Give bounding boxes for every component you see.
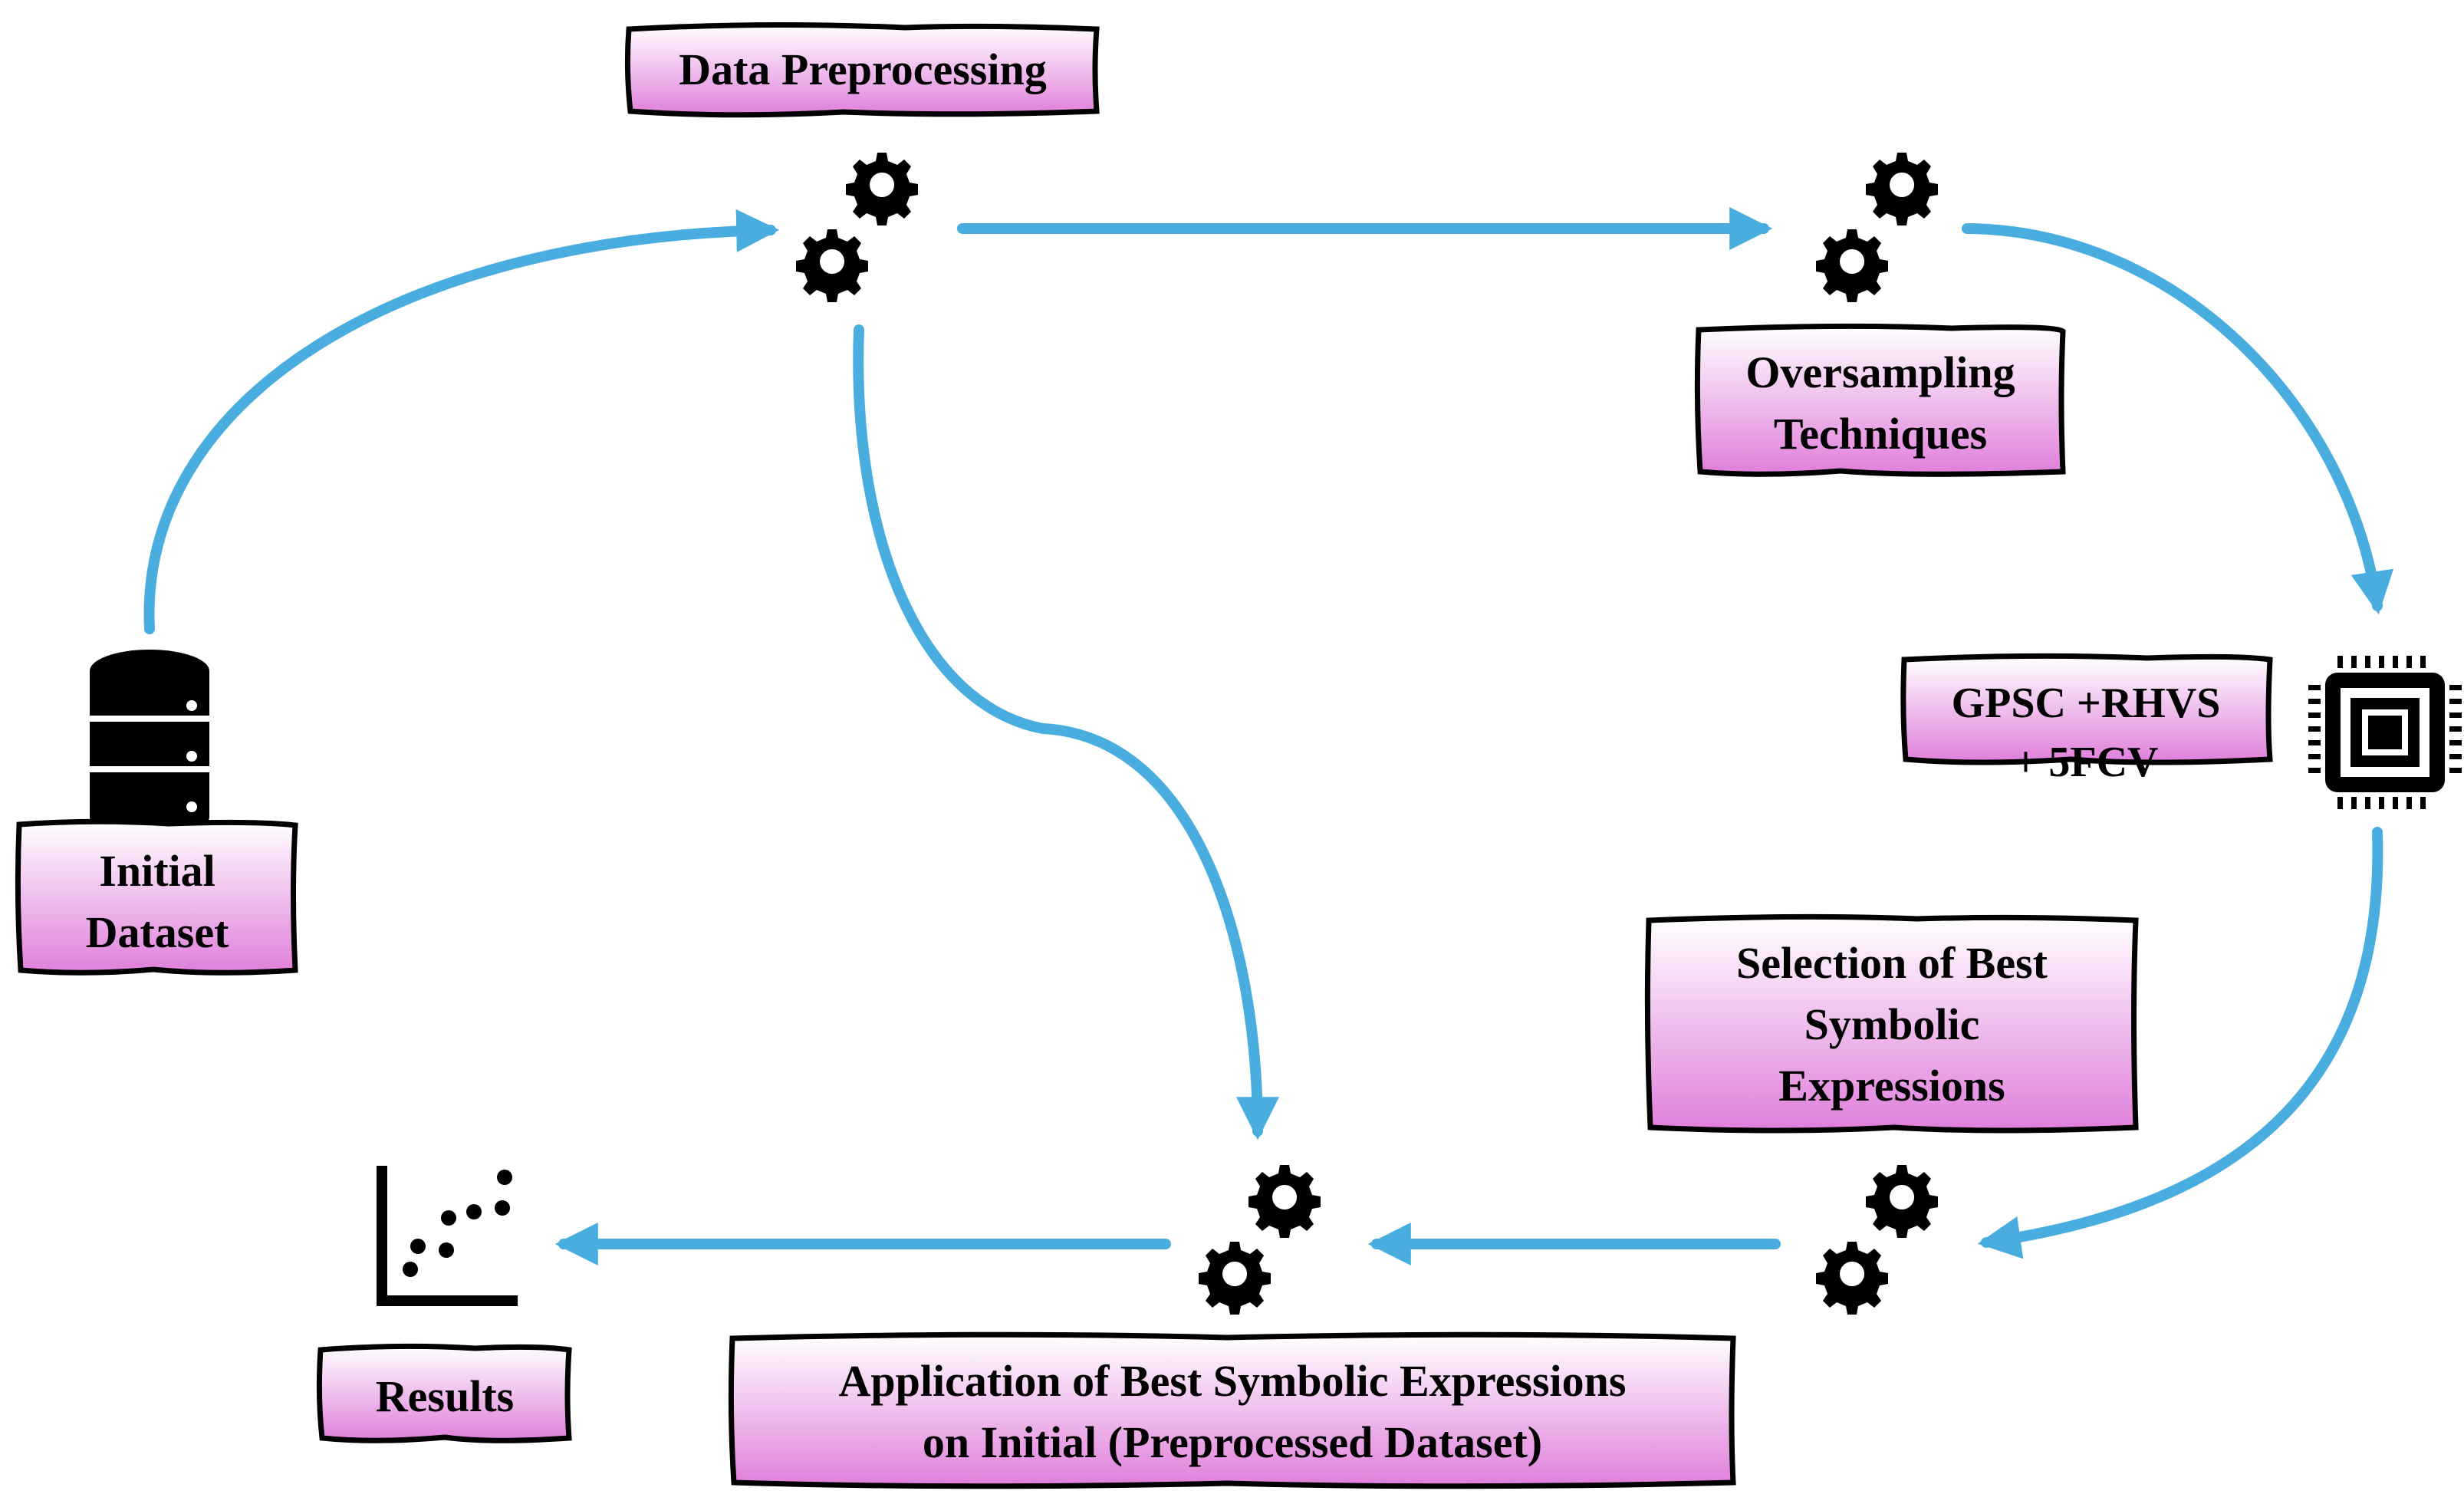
box-oversampling: Oversampling Techniques <box>1694 323 2066 477</box>
label-initial-dataset-line2: Dataset <box>86 907 230 957</box>
gears-icon <box>1816 153 1938 302</box>
flow-arrows <box>143 207 2394 1265</box>
label-gpsc-line2: + 5FCV <box>2014 739 2159 786</box>
label-initial-dataset-line1: Initial <box>99 846 215 896</box>
box-initial-dataset: Initial Dataset <box>15 818 298 976</box>
label-application-line2: on Initial (Preprocessed Dataset) <box>923 1417 1542 1467</box>
label-selection-line3: Expressions <box>1778 1061 2005 1111</box>
database-icon <box>90 650 209 838</box>
gears-icon <box>1199 1165 1321 1315</box>
label-oversampling-line2: Techniques <box>1774 409 1987 459</box>
gears-icon <box>1816 1165 1938 1315</box>
label-results: Results <box>376 1371 514 1421</box>
gears-icon <box>796 153 918 302</box>
label-selection-line1: Selection of Best <box>1736 938 2048 988</box>
label-selection-line2: Symbolic <box>1804 999 1980 1049</box>
box-application: Application of Best Symbolic Expressions… <box>728 1331 1736 1489</box>
cpu-chip-icon <box>2308 656 2462 809</box>
label-gpsc-line1: GPSC +RHVS <box>1952 680 2221 727</box>
arrow-oversampling-to-gpsc <box>1962 223 2394 615</box>
arrow-gpsc-to-selection <box>1977 827 2383 1259</box>
box-selection: Selection of Best Symbolic Expressions <box>1644 913 2139 1134</box>
label-data-preprocessing: Data Preprocessing <box>679 44 1047 94</box>
arrow-preprocessing-to-application <box>853 324 1279 1140</box>
scatter-plot-icon <box>377 1166 518 1306</box>
box-gpsc: GPSC +RHVS + 5FCV <box>1900 653 2273 786</box>
label-application-line1: Application of Best Symbolic Expressions <box>839 1356 1627 1406</box>
box-results: Results <box>316 1343 572 1443</box>
arrow-dataset-to-preprocessing <box>143 209 780 634</box>
box-data-preprocessing: Data Preprocessing <box>624 21 1100 118</box>
label-oversampling-line1: Oversampling <box>1745 347 2015 397</box>
